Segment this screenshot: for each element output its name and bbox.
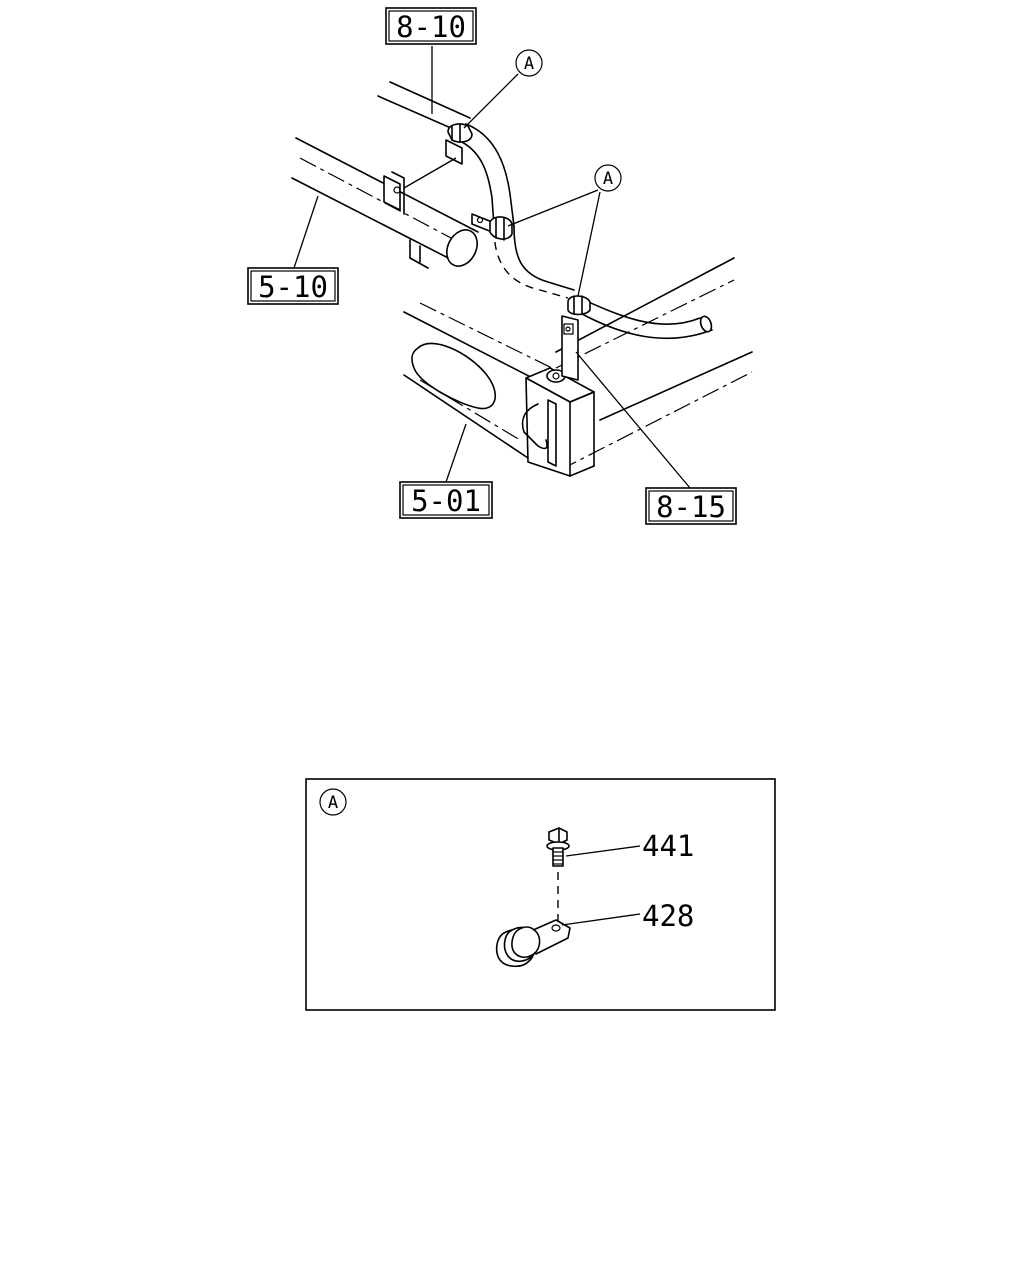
callout-8-10-text: 8-10 xyxy=(396,10,466,44)
detail-a-panel: A 441 428 xyxy=(305,778,776,1011)
callout-5-01-text: 5-01 xyxy=(411,484,481,518)
leader-441 xyxy=(565,845,641,857)
part-number-441: 441 xyxy=(642,829,694,863)
callout-8-15: 8-15 xyxy=(645,487,737,525)
frame-assembly: 8-10 5-10 5-01 8-15 A A xyxy=(247,7,753,525)
detail-a-label-text: A xyxy=(328,793,338,813)
channel-end xyxy=(521,367,595,477)
detail-marker-a-top: A xyxy=(515,49,543,77)
clamp-top xyxy=(445,123,473,165)
callout-5-01: 5-01 xyxy=(399,481,493,519)
bracket-8-15 xyxy=(561,315,579,381)
pipe-8-10 xyxy=(377,81,713,340)
clip-428 xyxy=(495,919,571,968)
detail-marker-a-top-text: A xyxy=(524,54,534,74)
callout-5-10-text: 5-10 xyxy=(258,270,328,304)
leader-lines xyxy=(293,46,691,489)
bolt-441 xyxy=(546,827,570,867)
tube-bracket xyxy=(383,171,429,269)
detail-a-label: A xyxy=(319,788,347,816)
detail-marker-a-right-text: A xyxy=(603,169,613,189)
part-number-428: 428 xyxy=(642,899,694,933)
clamp-middle xyxy=(471,213,513,241)
callout-5-10: 5-10 xyxy=(247,267,339,305)
detail-marker-a-right: A xyxy=(594,164,622,192)
callout-8-10: 8-10 xyxy=(385,7,477,45)
cross-tube xyxy=(291,137,479,267)
callout-8-15-text: 8-15 xyxy=(656,490,726,524)
leader-428 xyxy=(561,913,641,926)
clamp-lower xyxy=(567,295,591,316)
